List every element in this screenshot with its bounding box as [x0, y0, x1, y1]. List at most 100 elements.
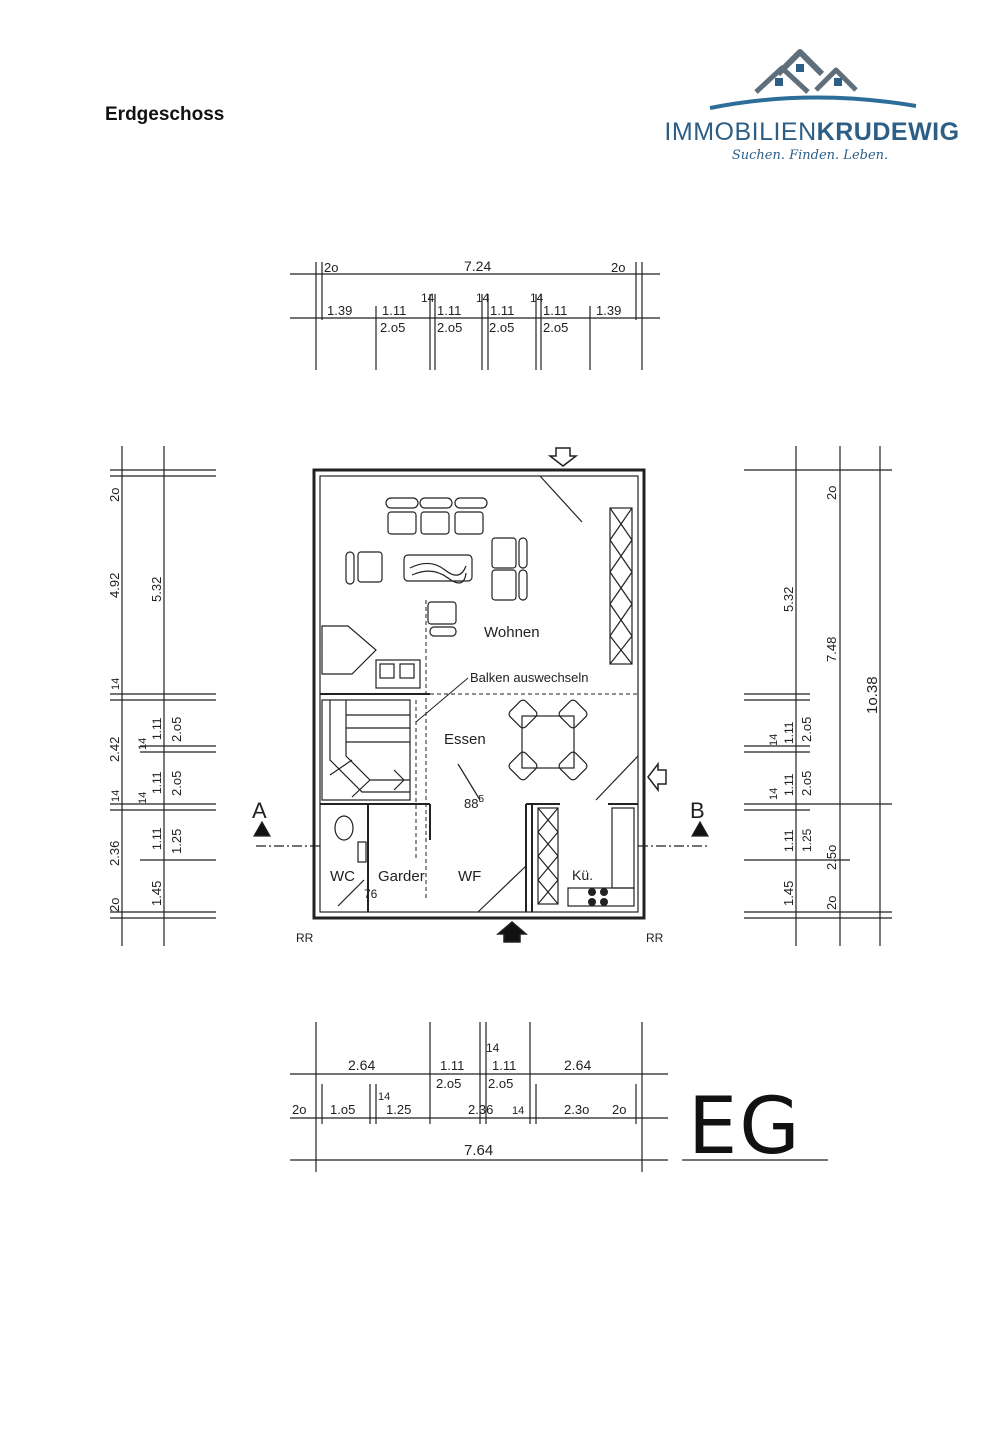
section-b-label: B	[690, 798, 705, 823]
logo-slogan: Suchen. Finden. Leben.	[731, 148, 889, 163]
top-edge-right-label: 2o	[611, 260, 625, 275]
section-a-arrow-icon	[252, 820, 272, 837]
left-col1-label: 14	[110, 678, 122, 690]
top-gap-label: 14	[421, 291, 435, 305]
top-dimension-chain	[290, 262, 660, 370]
leader-line	[415, 677, 469, 723]
left-col2-label: 1.11	[150, 771, 164, 794]
right-col3-label: 7.48	[824, 637, 839, 662]
right-col1-label: 5.32	[781, 587, 796, 612]
stair-width-value: 88	[464, 796, 478, 811]
window-icon	[796, 64, 804, 72]
big-house-roof	[775, 49, 825, 77]
right-col1-label: 14	[768, 734, 780, 746]
door-width-label: 76	[364, 887, 378, 901]
window-icon	[834, 78, 842, 86]
left-col2-label: 5.32	[149, 577, 164, 602]
logo-word-light: IMMOBILIEN	[664, 118, 817, 146]
top-row1-label: 1.39	[596, 303, 621, 318]
logo-wordmark: IMMOBILIENKRUDEWIG	[664, 118, 960, 147]
top-row2-label: 2.o5	[543, 320, 568, 335]
bottom-total-label: 7.64	[464, 1142, 493, 1159]
bottom-row1-label: 1.11	[492, 1058, 516, 1073]
window-icon	[775, 78, 783, 86]
bottom-row1-label: 1.11	[440, 1058, 464, 1073]
bottom-row3-gap-label: 14	[378, 1091, 390, 1103]
top-row1-label: 1.11	[382, 303, 406, 318]
stair-width-label: 885	[464, 794, 484, 811]
small-house-right	[814, 67, 858, 92]
room-label-kueche: Kü.	[572, 867, 593, 883]
arrow-left-icon	[647, 761, 667, 793]
room-label-wf: WF	[458, 868, 481, 885]
left-col1-label: 2.36	[107, 841, 122, 866]
right-col2-label: 1.11	[782, 773, 796, 796]
left-col1-label: 2.42	[107, 737, 122, 762]
right-col1-label: 1.45	[781, 881, 796, 906]
dashed-lines	[415, 600, 638, 900]
right-col3-label: 2.o5	[799, 771, 814, 796]
top-row2-label: 2.o5	[380, 320, 405, 335]
left-col2-label: 1.11	[150, 827, 164, 850]
arrow-up-icon	[495, 921, 529, 943]
bottom-row1-label: 2.64	[564, 1057, 591, 1073]
staircase	[321, 699, 411, 801]
bottom-row3-label: 1.25	[386, 1102, 411, 1117]
top-row2-label: 2.o5	[437, 320, 462, 335]
left-col1-label: 4.92	[107, 573, 122, 598]
right-col1-label: 14	[768, 788, 780, 800]
left-col3-label: 2.o5	[169, 717, 184, 742]
bottom-row1-label: 2.64	[348, 1057, 375, 1073]
room-label-wc: WC	[330, 868, 355, 885]
left-col2-label: 14	[137, 792, 149, 804]
page-title: Erdgeschoss	[105, 104, 225, 125]
logo-word-bold: KRUDEWIG	[816, 118, 960, 146]
stove-burners	[588, 888, 608, 906]
left-dimension-chain	[110, 446, 216, 946]
right-col2-label: 1.11	[782, 721, 796, 744]
right-col3-label: 2.o5	[799, 717, 814, 742]
bottom-row3-label: 2o	[612, 1102, 626, 1117]
left-col3-label: 1.25	[169, 829, 184, 854]
logo-swoosh	[709, 95, 917, 110]
top-gap-label: 14	[476, 291, 490, 305]
bottom-row3-gap-label: 14	[512, 1105, 524, 1117]
arrow-down-icon	[547, 447, 579, 467]
room-label-garder: Garder	[378, 868, 425, 885]
bottom-row3-label: 2o	[292, 1102, 306, 1117]
section-markers	[252, 820, 710, 847]
top-row1-label: 1.11	[543, 303, 567, 318]
bottom-row2-label: 2.o5	[488, 1076, 513, 1091]
left-col2-label: 14	[137, 738, 149, 750]
right-col3-label: 2o	[824, 896, 839, 910]
rr-left-label: RR	[296, 931, 314, 945]
entrance-arrows	[495, 447, 667, 943]
top-row1-label: 1.11	[437, 303, 461, 318]
room-label-essen: Essen	[444, 731, 486, 748]
left-col2-label: 1.11	[150, 717, 164, 740]
top-row2-label: 2.o5	[489, 320, 514, 335]
house-roof-icon	[709, 49, 917, 110]
interior-walls	[320, 693, 638, 912]
company-logo: IMMOBILIENKRUDEWIG Suchen. Finden. Leben…	[660, 40, 960, 170]
right-col3-label: 2.5o	[824, 845, 839, 870]
bottom-dimension-chain	[290, 1022, 828, 1172]
right-total-label: 1o.38	[864, 676, 881, 714]
top-row1-label: 1.39	[327, 303, 352, 318]
left-col1-label: 2o	[107, 488, 122, 502]
top-gap-label: 14	[530, 291, 544, 305]
right-col1-label: 1.11	[782, 829, 796, 852]
left-col3-label: 2.o5	[169, 771, 184, 796]
door-swings	[337, 475, 639, 913]
note-balken: Balken auswechseln	[470, 670, 589, 685]
rr-right-label: RR	[646, 931, 664, 945]
room-label-wohnen: Wohnen	[484, 624, 540, 641]
bottom-row3-label: 2.3o	[564, 1102, 589, 1117]
section-b-arrow-icon	[690, 820, 710, 837]
bottom-row3-label: 1.o5	[330, 1102, 355, 1117]
bottom-row2-label: 2.o5	[436, 1076, 461, 1091]
furniture	[321, 497, 635, 907]
bottom-gap-label: 14	[486, 1041, 500, 1055]
floor-label: EG	[688, 1082, 802, 1172]
left-col1-label: 2o	[107, 898, 122, 912]
